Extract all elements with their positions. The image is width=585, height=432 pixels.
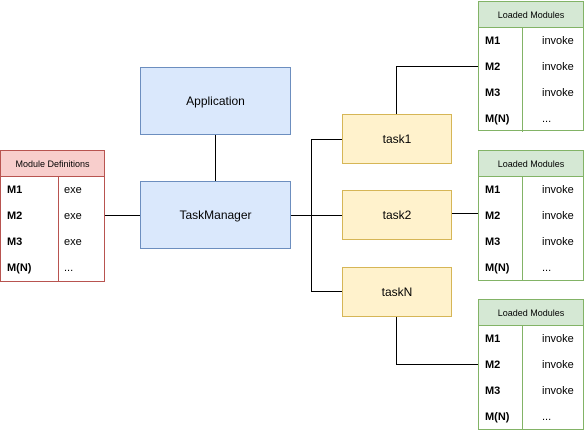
- module-name: M3: [7, 236, 23, 248]
- taskmanager-label: TaskManager: [179, 208, 252, 222]
- taskmanager-node[interactable]: TaskManager: [140, 181, 291, 249]
- module-name: M1: [485, 35, 501, 47]
- task1-label: task1: [382, 132, 412, 146]
- application-node[interactable]: Application: [140, 67, 291, 135]
- column-divider: [522, 177, 523, 281]
- module-value: invoke: [542, 184, 574, 196]
- module-name: M3: [485, 385, 501, 397]
- module-value: invoke: [542, 210, 574, 222]
- module-name: M(N): [485, 411, 510, 423]
- loaded-modules-title: Loaded Modules: [479, 2, 583, 28]
- table-row: M2 invoke: [479, 352, 583, 378]
- module-definitions-title: Module Definitions: [1, 151, 104, 177]
- module-name: M2: [7, 210, 23, 222]
- module-value: exe: [64, 210, 82, 222]
- table-row: M3 exe: [1, 229, 104, 255]
- module-name: M3: [485, 236, 501, 248]
- table-row: M1 invoke: [479, 28, 583, 54]
- module-name: M(N): [7, 262, 32, 274]
- module-value: ...: [542, 411, 552, 423]
- module-name: M2: [485, 210, 501, 222]
- module-value: ...: [64, 262, 74, 274]
- task1-node[interactable]: task1: [342, 114, 452, 164]
- column-divider: [58, 177, 59, 281]
- table-row: M(N) ...: [479, 404, 583, 430]
- loaded-modules-title: Loaded Modules: [479, 300, 583, 326]
- table-row: M2 invoke: [479, 54, 583, 80]
- column-divider: [522, 28, 523, 132]
- task2-node[interactable]: task2: [342, 190, 452, 240]
- loaded-modules-title: Loaded Modules: [479, 151, 583, 177]
- taskN-label: taskN: [381, 285, 413, 299]
- table-row: M2 invoke: [479, 203, 583, 229]
- module-value: invoke: [542, 236, 574, 248]
- module-value: invoke: [542, 87, 574, 99]
- taskN-node[interactable]: taskN: [342, 267, 452, 317]
- module-name: M2: [485, 61, 501, 73]
- application-label: Application: [186, 94, 245, 108]
- table-row: M1 invoke: [479, 326, 583, 352]
- table-row: M3 invoke: [479, 229, 583, 255]
- table-row: M3 invoke: [479, 378, 583, 404]
- module-name: M2: [485, 359, 501, 371]
- column-divider: [522, 326, 523, 430]
- module-value: invoke: [542, 359, 574, 371]
- table-row: M1 exe: [1, 177, 104, 203]
- table-row: M3 invoke: [479, 80, 583, 106]
- loaded-modules-table-1[interactable]: Loaded Modules M1 invoke M2 invoke M3 in…: [478, 1, 584, 132]
- table-row: M(N) ...: [1, 255, 104, 281]
- module-value: invoke: [542, 385, 574, 397]
- module-value: exe: [64, 236, 82, 248]
- module-value: invoke: [542, 61, 574, 73]
- module-name: M1: [485, 333, 501, 345]
- module-name: M3: [485, 87, 501, 99]
- table-row: M2 exe: [1, 203, 104, 229]
- module-name: M1: [485, 184, 501, 196]
- connector-task1-loaded1: [396, 66, 479, 114]
- module-value: ...: [542, 113, 552, 125]
- task2-label: task2: [382, 208, 412, 222]
- module-value: ...: [542, 262, 552, 274]
- module-name: M(N): [485, 262, 510, 274]
- loaded-modules-table-3[interactable]: Loaded Modules M1 invoke M2 invoke M3 in…: [478, 299, 584, 430]
- table-row: M(N) ...: [479, 255, 583, 281]
- loaded-modules-table-2[interactable]: Loaded Modules M1 invoke M2 invoke M3 in…: [478, 150, 584, 281]
- module-name: M(N): [485, 113, 510, 125]
- table-row: M1 invoke: [479, 177, 583, 203]
- module-definitions-table[interactable]: Module Definitions M1 exe M2 exe M3 exe …: [0, 150, 105, 282]
- module-value: invoke: [542, 333, 574, 345]
- module-value: exe: [64, 184, 82, 196]
- module-value: invoke: [542, 35, 574, 47]
- module-name: M1: [7, 184, 23, 196]
- table-row: M(N) ...: [479, 106, 583, 132]
- connector-taskN-loaded3: [396, 317, 479, 365]
